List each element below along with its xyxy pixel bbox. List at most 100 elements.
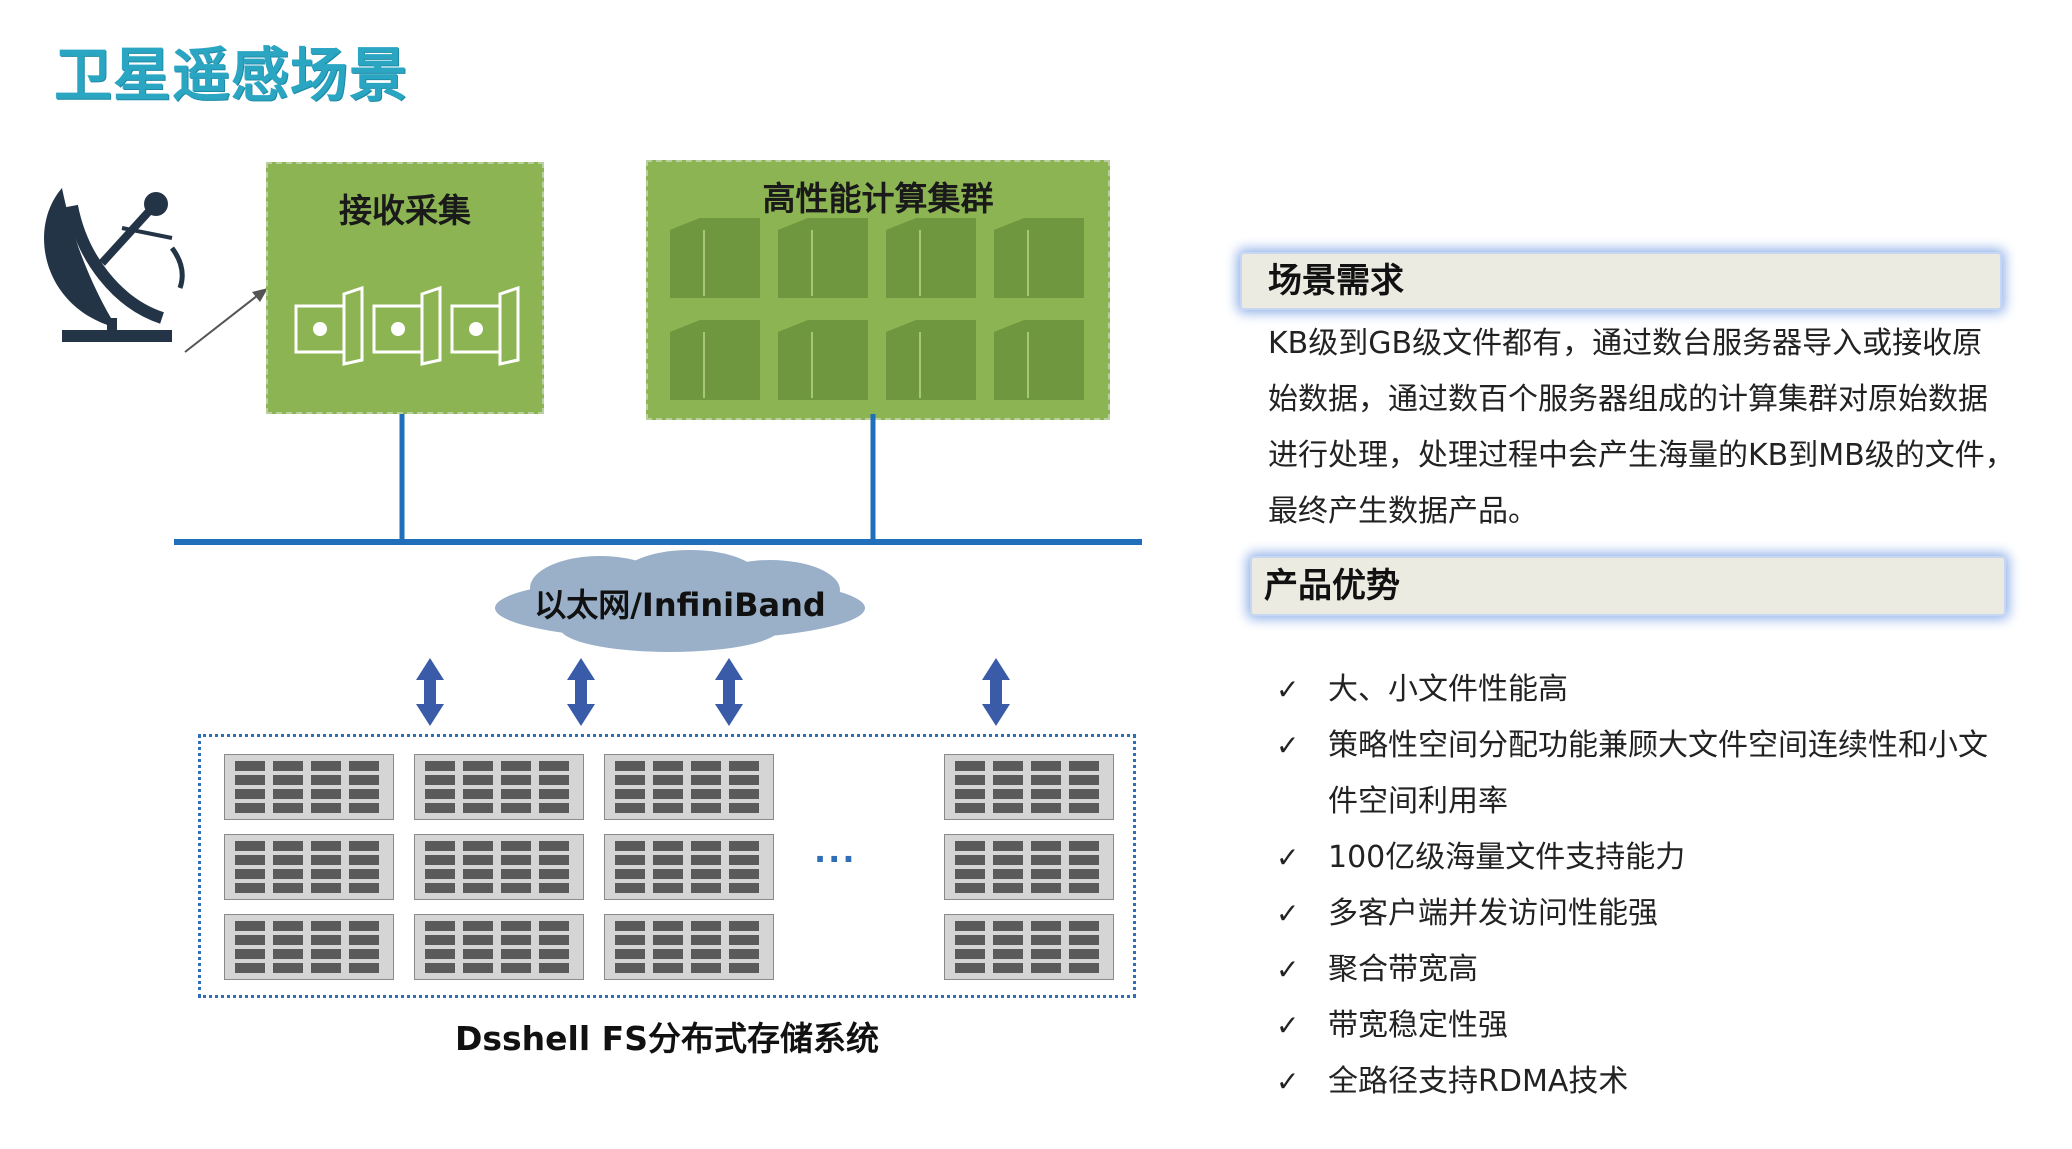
- drive-bay: [273, 841, 303, 851]
- compute-cluster-box: 高性能计算集群: [646, 160, 1110, 420]
- drive-bay: [425, 841, 455, 851]
- drive-bay: [653, 935, 683, 945]
- drive-bay: [993, 935, 1023, 945]
- scenario-line: 进行处理，处理过程中会产生海量的KB到MB级的文件，: [1268, 438, 2015, 473]
- drive-bay: [729, 949, 759, 959]
- drive-bay: [273, 949, 303, 959]
- drive-bay: [993, 869, 1023, 879]
- drive-bay: [539, 949, 569, 959]
- drive-bay: [235, 803, 265, 813]
- drive-bay: [615, 963, 645, 973]
- list-item: ✓100亿级海量文件支持能力: [1276, 830, 2046, 886]
- drive-bay: [425, 921, 455, 931]
- drive-bay: [463, 855, 493, 865]
- drive-bay: [349, 949, 379, 959]
- list-item: ✓策略性空间分配功能兼顾大文件空间连续性和小文: [1276, 718, 2046, 774]
- drive-bay: [729, 921, 759, 931]
- drive-bay: [691, 883, 721, 893]
- drive-bay: [653, 949, 683, 959]
- list-item: ✓大、小文件性能高: [1276, 662, 2046, 718]
- storage-server: [414, 834, 584, 900]
- drive-bay: [1069, 775, 1099, 785]
- drive-bay: [653, 855, 683, 865]
- drive-bay: [273, 789, 303, 799]
- scenario-description: KB级到GB级文件都有，通过数台服务器导入或接收原 始数据，通过数百个服务器组成…: [1268, 316, 2058, 540]
- storage-label: Dsshell FS分布式存储系统: [455, 1019, 879, 1058]
- check-icon: ✓: [1276, 841, 1300, 874]
- drive-bay: [463, 841, 493, 851]
- drive-bay: [993, 789, 1023, 799]
- drive-bay: [311, 855, 341, 865]
- drive-bay: [273, 855, 303, 865]
- drive-bay: [729, 855, 759, 865]
- drive-bay: [501, 789, 531, 799]
- drive-bay: [653, 883, 683, 893]
- drive-bay: [539, 921, 569, 931]
- storage-server: [944, 754, 1114, 820]
- drive-bay: [425, 761, 455, 771]
- drive-bay: [273, 761, 303, 771]
- drive-bay: [235, 775, 265, 785]
- drive-bay: [615, 883, 645, 893]
- drive-bay: [1069, 841, 1099, 851]
- drive-bay: [501, 883, 531, 893]
- drive-bay: [1069, 883, 1099, 893]
- drive-bay: [955, 935, 985, 945]
- drive-bay: [425, 803, 455, 813]
- drive-bay: [349, 803, 379, 813]
- drive-bay: [235, 949, 265, 959]
- list-item: 件空间利用率: [1276, 774, 2046, 830]
- drive-bay: [273, 883, 303, 893]
- storage-cluster-box: [198, 734, 1136, 998]
- compute-box-label: 高性能计算集群: [762, 179, 994, 218]
- drive-bay: [955, 883, 985, 893]
- drive-bay: [463, 761, 493, 771]
- drive-bay: [235, 761, 265, 771]
- drive-bay: [691, 775, 721, 785]
- drive-bay: [311, 963, 341, 973]
- drive-bay: [311, 949, 341, 959]
- drive-bay: [235, 883, 265, 893]
- list-item: ✓ 带宽稳定性强: [1276, 998, 2046, 1054]
- drive-bay: [349, 963, 379, 973]
- drive-bay: [993, 775, 1023, 785]
- compute-server-icons: [670, 218, 1084, 400]
- drive-bay: [235, 869, 265, 879]
- drive-bay: [1069, 789, 1099, 799]
- drive-bay: [993, 963, 1023, 973]
- check-icon: ✓: [1276, 1009, 1300, 1042]
- drive-bay: [729, 935, 759, 945]
- drive-bay: [691, 949, 721, 959]
- drive-bay: [235, 789, 265, 799]
- drive-bay: [653, 921, 683, 931]
- drive-bay: [349, 869, 379, 879]
- drive-bay: [425, 775, 455, 785]
- storage-server: [414, 914, 584, 980]
- drive-bay: [729, 789, 759, 799]
- drive-bay: [729, 803, 759, 813]
- drive-bay: [653, 775, 683, 785]
- drive-bay: [1031, 963, 1061, 973]
- drive-bay: [993, 949, 1023, 959]
- storage-server: [224, 914, 394, 980]
- advantage-text: 策略性空间分配功能兼顾大文件空间连续性和小文: [1328, 728, 1988, 763]
- drive-bay: [273, 803, 303, 813]
- drive-bay: [463, 921, 493, 931]
- scenario-line: 最终产生数据产品。: [1268, 494, 1538, 529]
- drive-bay: [955, 803, 985, 813]
- drive-bay: [539, 855, 569, 865]
- advantage-text: 带宽稳定性强: [1328, 1008, 1508, 1043]
- drive-bay: [349, 935, 379, 945]
- drive-bay: [311, 775, 341, 785]
- drive-bay: [729, 883, 759, 893]
- check-icon: ✓: [1276, 953, 1300, 986]
- drive-bay: [1031, 935, 1061, 945]
- drive-bay: [1069, 949, 1099, 959]
- drive-bay: [501, 949, 531, 959]
- drive-bay: [463, 789, 493, 799]
- drive-bay: [501, 761, 531, 771]
- drive-bay: [729, 963, 759, 973]
- drive-bay: [463, 949, 493, 959]
- drive-bay: [425, 869, 455, 879]
- storage-server: [224, 754, 394, 820]
